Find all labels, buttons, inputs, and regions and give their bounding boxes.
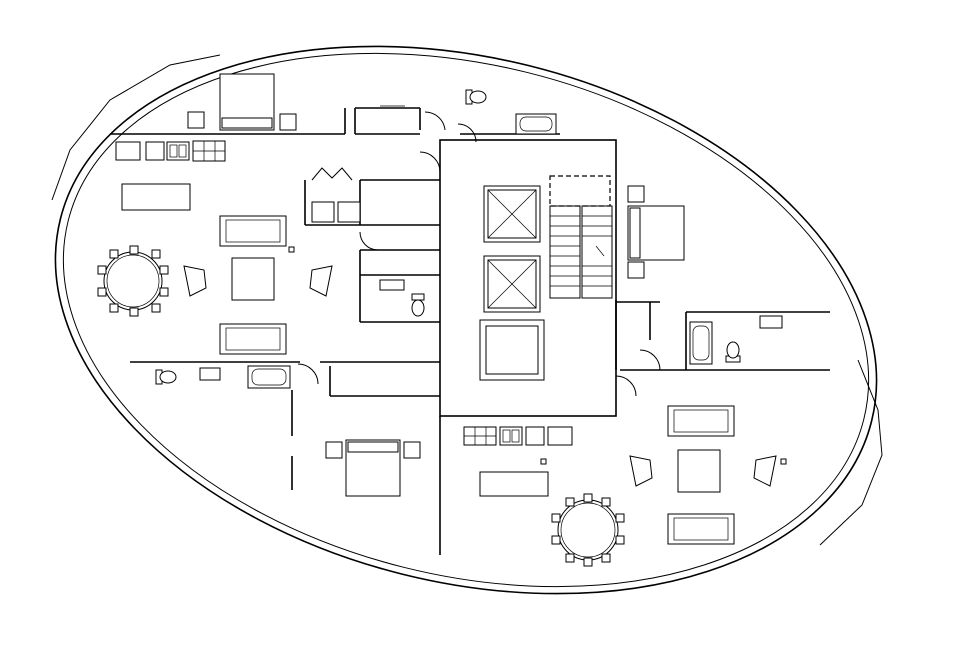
unit-lower-left [155, 365, 421, 497]
bathtub-icon [247, 365, 291, 389]
bed-icon [187, 73, 297, 131]
dining-table-icon [551, 493, 625, 567]
kitchen-island [121, 183, 191, 211]
elevator-icon [483, 185, 541, 243]
sink-icon [379, 279, 405, 291]
elevator-icon [479, 319, 545, 381]
sofa-icon [667, 513, 735, 545]
armchair-icon [753, 455, 777, 487]
unit-right-bedroom [627, 185, 783, 365]
building-envelope [51, 45, 883, 595]
stove-icon [192, 140, 226, 162]
unit-lower-right [463, 405, 787, 567]
toilet-icon [411, 293, 425, 317]
sofa-icon [219, 323, 287, 355]
kitchen-island [479, 471, 549, 497]
coffee-table [677, 449, 721, 493]
stove-icon [463, 426, 497, 446]
building-core [439, 139, 617, 417]
armchair-icon [183, 265, 207, 297]
stair-icon [549, 175, 613, 299]
toilet-icon [725, 341, 741, 363]
bathtub-icon [515, 113, 557, 135]
sink-icon [499, 426, 523, 446]
sink-icon [166, 141, 190, 161]
unit-upper-left [97, 73, 557, 355]
kitchen-counter [115, 140, 226, 162]
sofa-icon [667, 405, 735, 437]
coffee-table [231, 257, 275, 301]
elevator-icon [483, 255, 541, 313]
armchair-icon [309, 265, 333, 297]
sink-icon [199, 367, 221, 381]
dining-table-icon [97, 245, 169, 317]
bed-icon [325, 439, 421, 497]
toilet-icon [465, 89, 487, 105]
bed-icon [627, 185, 685, 279]
kitchen-counter [463, 426, 573, 446]
sofa-icon [219, 215, 287, 247]
sink-icon [759, 315, 783, 329]
laundry [311, 167, 361, 223]
bathtub-icon [689, 321, 713, 365]
armchair-icon [629, 455, 653, 487]
toilet-icon [155, 369, 177, 385]
